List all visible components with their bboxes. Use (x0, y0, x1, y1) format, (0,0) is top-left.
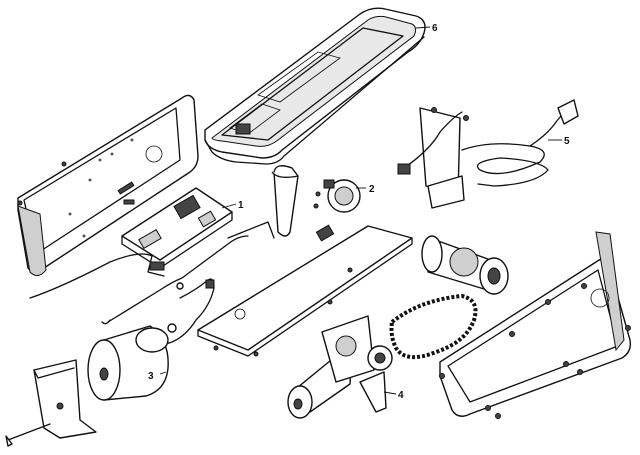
left-side-panel (17, 94, 199, 276)
drive-pulley (421, 235, 509, 295)
callout-2: 2 (369, 184, 375, 195)
base-plate (197, 225, 413, 357)
limit-switch-part (271, 165, 361, 242)
control-board-part (121, 187, 233, 277)
power-cord-part (397, 99, 579, 209)
drive-motor-part (287, 315, 393, 419)
motor-mount-bracket (5, 359, 97, 447)
callout-3: 3 (148, 371, 154, 382)
wire-harness (29, 221, 275, 347)
motor-part (87, 323, 177, 401)
top-cover-part (204, 7, 426, 165)
callout-4: 4 (398, 390, 404, 401)
drive-chain (389, 293, 478, 360)
callout-1: 1 (238, 200, 244, 211)
right-side-panel (439, 231, 632, 419)
callout-6: 6 (432, 23, 438, 34)
callout-leaders (159, 26, 562, 395)
callout-5: 5 (564, 136, 570, 147)
